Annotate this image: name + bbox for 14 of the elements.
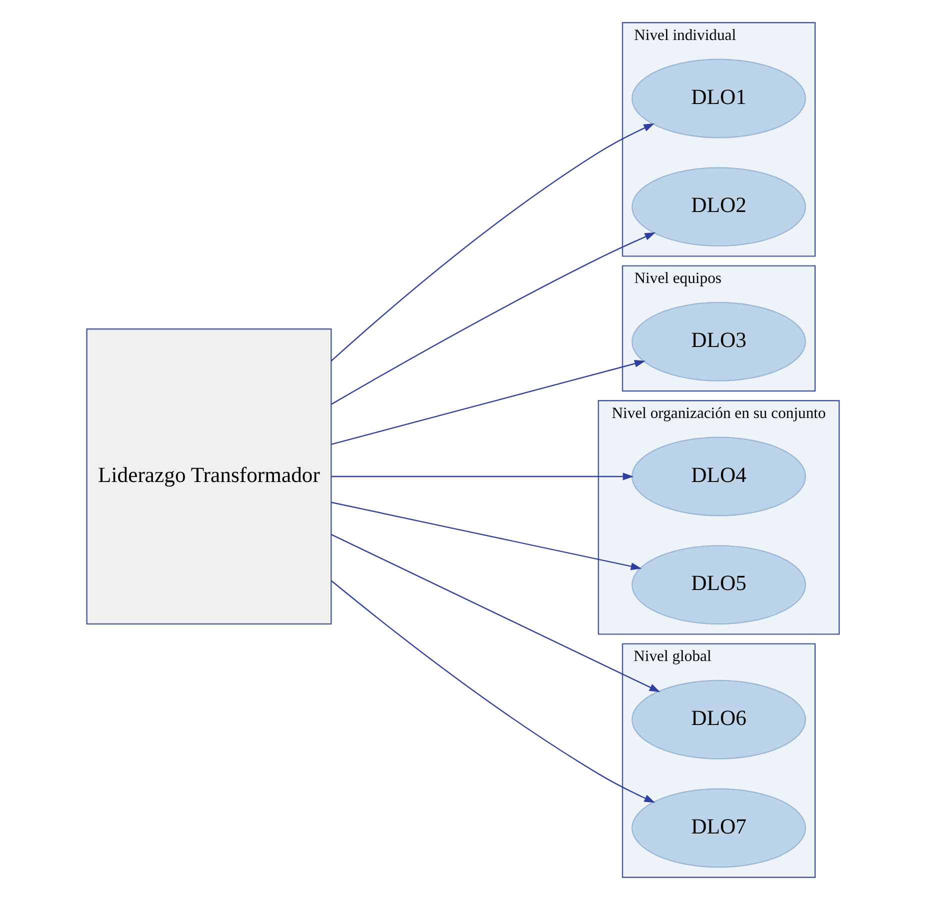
arrow xyxy=(331,232,656,405)
arrow xyxy=(330,123,655,362)
arrow xyxy=(331,534,660,692)
node-ellipse: DLO5 xyxy=(632,545,806,625)
arrow xyxy=(331,360,646,445)
node-ellipse: DLO7 xyxy=(632,788,806,868)
node-ellipse: DLO4 xyxy=(632,436,806,516)
node-ellipse: DLO6 xyxy=(632,680,806,760)
node-ellipse: DLO2 xyxy=(632,167,806,247)
arrow xyxy=(331,472,634,480)
arrow xyxy=(331,580,656,803)
arrow xyxy=(331,502,642,570)
node-ellipse: DLO1 xyxy=(632,58,806,138)
node-box: Liderazgo Transformador xyxy=(86,328,332,625)
